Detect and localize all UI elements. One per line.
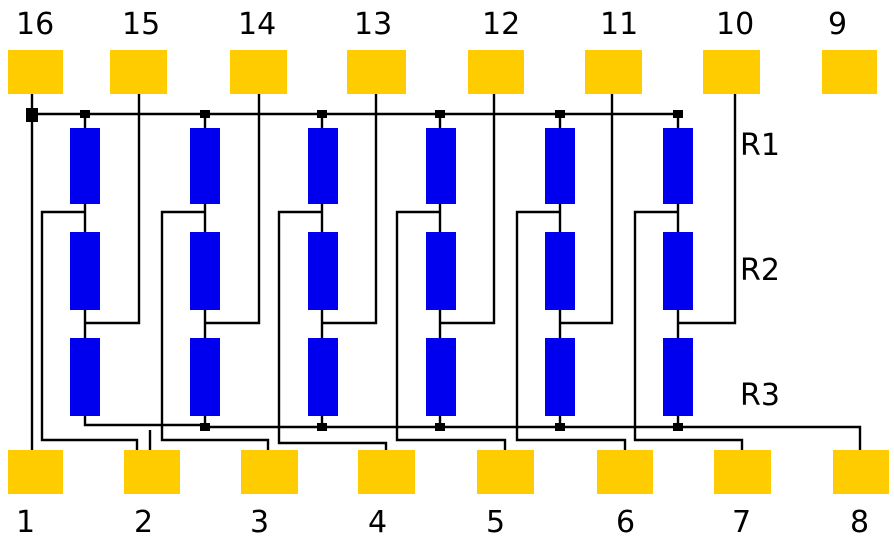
- pin-label-14: 14: [238, 7, 276, 42]
- col6-tap-to-pin10-wire: [678, 92, 737, 325]
- pin-label-6: 6: [616, 505, 635, 540]
- junction-dot: [435, 423, 445, 431]
- pin-label-9: 9: [828, 7, 847, 42]
- pin-label-4: 4: [368, 505, 387, 540]
- resistor-col6-r3: [663, 338, 693, 416]
- col4-tap-to-pin5-wire: [395, 210, 507, 450]
- resistor-col6-r2: [663, 232, 693, 310]
- pin-label-1: 1: [16, 505, 35, 540]
- resistor-labels: R1 R2 R3: [740, 128, 780, 413]
- resistors: [70, 128, 693, 416]
- col2-tap-to-pin3-wire: [160, 210, 270, 450]
- pin-label-13: 13: [354, 7, 392, 42]
- pin-label-11: 11: [600, 7, 638, 42]
- resistor-col5-r3: [545, 338, 575, 416]
- pad-11: [585, 50, 642, 94]
- col4-tap-to-pin12-wire: [440, 92, 496, 325]
- col5-tap-to-pin6-wire: [515, 210, 627, 450]
- pad-5: [477, 450, 534, 494]
- pad-7: [714, 450, 771, 494]
- junction-dot: [80, 110, 90, 118]
- resistor-col4-r1: [426, 128, 456, 204]
- pad-9: [822, 50, 877, 94]
- pin-label-2: 2: [134, 505, 153, 540]
- resistor-label-r2: R2: [740, 253, 780, 288]
- resistor-label-r1: R1: [740, 128, 780, 163]
- col1-tap-to-pin2-wire: [40, 210, 139, 450]
- resistor-col6-r1: [663, 128, 693, 204]
- pad-13: [347, 50, 406, 94]
- junction-dot: [317, 110, 327, 118]
- pin-label-3: 3: [250, 505, 269, 540]
- resistor-col3-r1: [308, 128, 338, 204]
- resistor-col2-r1: [190, 128, 220, 204]
- col3-tap-to-pin4-wire: [277, 210, 388, 450]
- resistor-col2-r2: [190, 232, 220, 310]
- junction-dots: [26, 108, 683, 431]
- junction-dot: [673, 423, 683, 431]
- resistor-col3-r3: [308, 338, 338, 416]
- resistor-label-r3: R3: [740, 378, 780, 413]
- col1-chain-wire: [83, 114, 205, 427]
- col5-tap-to-pin11-wire: [560, 92, 614, 325]
- resistor-col1-r3: [70, 338, 100, 416]
- resistor-col3-r2: [308, 232, 338, 310]
- junction-dot: [555, 423, 565, 431]
- resistor-col2-r3: [190, 338, 220, 416]
- pin-label-15: 15: [122, 7, 160, 42]
- junction-dot: [673, 110, 683, 118]
- junction-dot: [435, 110, 445, 118]
- pad-16: [8, 50, 63, 94]
- bottom-bus-wire: [205, 425, 862, 450]
- pad-12: [468, 50, 524, 94]
- top-pin-labels: 16 15 14 13 12 11 10 9: [16, 7, 847, 42]
- top-pads: [8, 50, 877, 94]
- pin-label-10: 10: [716, 7, 754, 42]
- pad-3: [241, 450, 298, 494]
- pad-14: [230, 50, 287, 94]
- pad-1: [8, 450, 63, 494]
- resistor-col1-r2: [70, 232, 100, 310]
- resistor-col1-r1: [70, 128, 100, 204]
- pad-2: [124, 450, 180, 494]
- junction-dot: [200, 110, 210, 118]
- pin-label-12: 12: [482, 7, 520, 42]
- pad-15: [110, 50, 167, 94]
- pin-label-7: 7: [732, 505, 751, 540]
- resistor-col5-r1: [545, 128, 575, 204]
- pad-10: [703, 50, 760, 94]
- resistor-col4-r3: [426, 338, 456, 416]
- pin-label-5: 5: [486, 505, 505, 540]
- pad-8: [833, 450, 889, 494]
- bottom-pads: [8, 450, 889, 494]
- junction-dot: [555, 110, 565, 118]
- col3-tap-to-pin13-wire: [322, 92, 378, 325]
- bottom-pin-labels: 1 2 3 4 5 6 7 8: [16, 505, 869, 540]
- pad-6: [597, 450, 653, 494]
- col2-tap-to-pin14-wire: [205, 92, 261, 325]
- junction-dot: [317, 423, 327, 431]
- pin-label-8: 8: [850, 505, 869, 540]
- pad-4: [358, 450, 415, 494]
- junction-dot: [200, 423, 210, 431]
- resistor-col4-r2: [426, 232, 456, 310]
- pin-label-16: 16: [16, 7, 54, 42]
- col6-tap-to-pin7-wire: [633, 210, 744, 450]
- resistor-col5-r2: [545, 232, 575, 310]
- junction-square: [26, 108, 38, 122]
- col1-tap-to-pin15-wire: [85, 92, 141, 325]
